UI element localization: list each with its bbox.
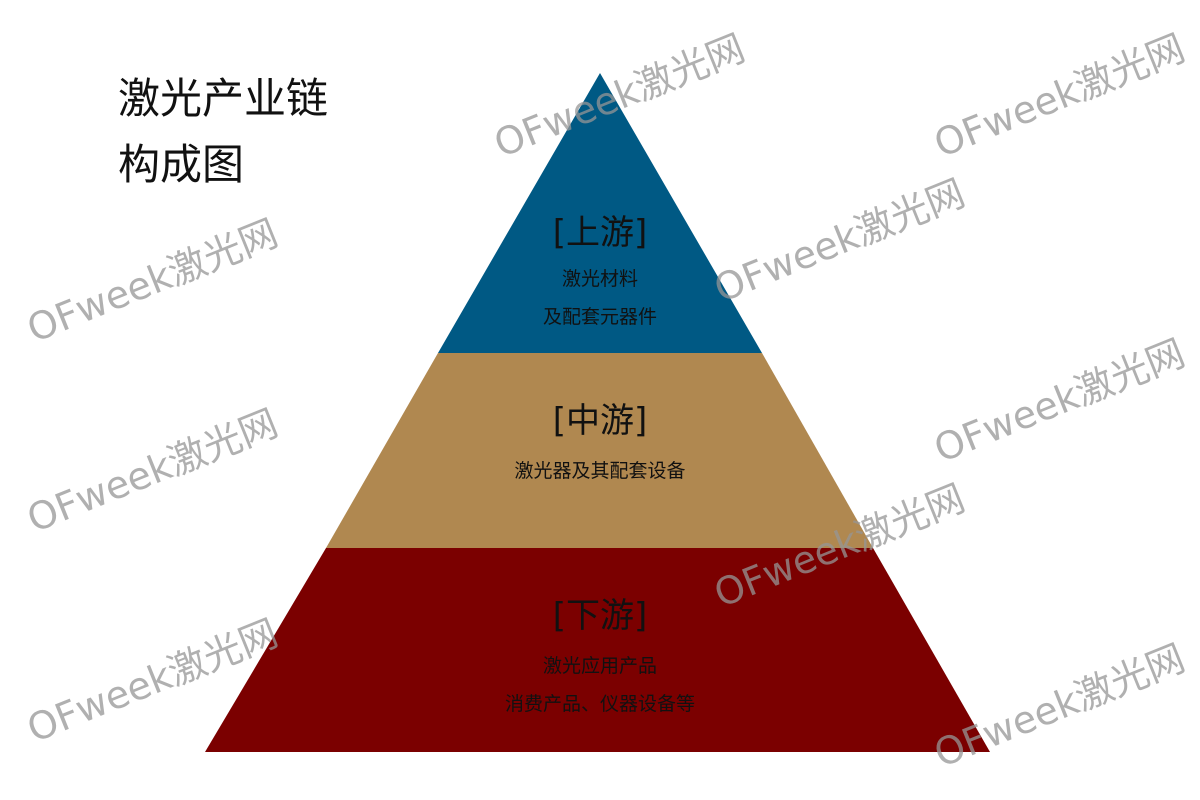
downstream-line-2: 消费产品、仪器设备等	[504, 693, 696, 715]
downstream-line-1: 激光应用产品	[542, 655, 658, 677]
downstream-heading: [下游]	[552, 596, 648, 636]
title-line-2: 构成图	[118, 140, 245, 189]
midstream-label: [中游] 激光器及其配套设备	[514, 393, 685, 490]
upstream-line-2: 及配套元器件	[542, 306, 658, 328]
pyramid-tier-downstream	[205, 548, 990, 752]
pyramid-tier-midstream	[326, 353, 873, 548]
upstream-line-1: 激光材料	[561, 268, 639, 290]
title-line-1: 激光产业链	[118, 74, 329, 123]
downstream-label: [下游] 激光应用产品 消费产品、仪器设备等	[505, 588, 695, 723]
upstream-heading: [上游]	[552, 213, 648, 253]
pyramid-tier-upstream	[438, 73, 762, 353]
midstream-heading: [中游]	[552, 401, 648, 441]
diagram-title: 激光产业链 构成图	[118, 66, 328, 198]
midstream-line-1: 激光器及其配套设备	[514, 460, 686, 482]
upstream-label: [上游] 激光材料 及配套元器件	[543, 205, 657, 336]
